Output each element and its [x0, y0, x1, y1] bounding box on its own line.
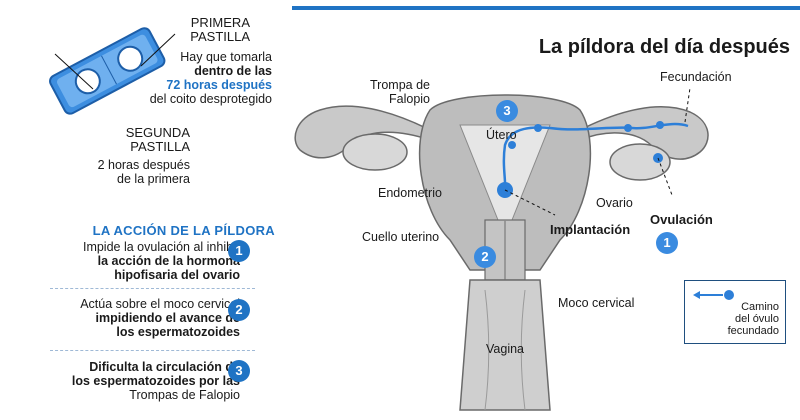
first-pill-line1: Hay que tomarla: [180, 50, 272, 64]
header-rule: [292, 6, 800, 10]
action-item-3-line3: Trompas de Falopio: [129, 388, 240, 402]
label-cuello: Cuello uterino: [362, 230, 440, 244]
action-item-1-line1: Impide la ovulación al inhibir: [82, 240, 240, 254]
second-pill-title: SEGUNDA PASTILLA: [100, 126, 190, 154]
action-separator-1: [50, 288, 255, 289]
action-item-2-line2: impidiendo el avance de: [95, 311, 241, 325]
first-pill-title: PRIMERA PASTILLA: [180, 16, 250, 44]
action-item-3-text: Dificulta la circulación de los espermat…: [50, 360, 240, 402]
pill-pack-image: [49, 27, 176, 115]
first-pill-title-line1: PRIMERA: [190, 15, 250, 30]
second-pill-title-line2: PASTILLA: [130, 139, 190, 154]
right-ovary: [609, 143, 671, 181]
action-item-2-line1: Actúa sobre el moco cervical: [80, 297, 240, 311]
action-item-2-text: Actúa sobre el moco cervical impidiendo …: [50, 297, 240, 339]
label-utero: Útero: [486, 128, 517, 142]
label-fecundacion: Fecundación: [660, 70, 732, 84]
page-title: La píldora del día después: [538, 36, 790, 58]
action-item-3-line2: los espermatozoides por las: [71, 374, 240, 388]
action-item-2-line3: los espermatozoides: [116, 325, 240, 339]
legend: Camino del óvulo fecundado: [684, 280, 786, 344]
label-trompa-line2: Falopio: [389, 92, 430, 106]
second-pill-text: 2 horas después de la primera: [80, 158, 190, 186]
label-vagina: Vagina: [486, 342, 524, 356]
vagina: [459, 279, 551, 411]
legend-line3: fecundado: [727, 325, 779, 337]
first-pill-title-line2: PASTILLA: [190, 29, 250, 44]
label-trompa: Trompa de Falopio: [370, 78, 430, 106]
action-item-3-number: 3: [228, 360, 250, 382]
first-pill-line4: del coito desprotegido: [149, 92, 272, 106]
label-ovulacion: Ovulación: [650, 212, 713, 227]
label-implantacion: Implantación: [550, 222, 631, 237]
legend-arrow-icon: [693, 290, 734, 300]
left-ovary: [342, 133, 408, 171]
step-1-marker: 1: [656, 232, 678, 254]
action-item-1-line3: hipofisaria del ovario: [114, 268, 240, 282]
action-item-3-line1: Dificulta la circulación de: [89, 360, 240, 374]
second-pill-line1: 2 horas después: [97, 158, 190, 172]
uterus-diagram: [294, 87, 709, 411]
action-item-1-line2: la acción de la hormona: [97, 254, 240, 268]
action-separator-2: [50, 350, 255, 351]
second-pill-title-line1: SEGUNDA: [125, 125, 190, 140]
action-item-1-number: 1: [228, 240, 250, 262]
first-pill-text: Hay que tomarla dentro de las 72 horas d…: [120, 50, 272, 106]
label-ovario: Ovario: [596, 196, 633, 210]
action-item-2-number: 2: [228, 299, 250, 321]
second-pill-line2: de la primera: [117, 172, 190, 186]
action-heading: LA ACCIÓN DE LA PÍLDORA: [92, 223, 275, 238]
action-item-1-text: Impide la ovulación al inhibir la acción…: [50, 240, 240, 282]
step-3-marker: 3: [496, 100, 518, 122]
step-2-marker: 2: [474, 246, 496, 268]
legend-text: Camino del óvulo fecundado: [728, 301, 779, 337]
label-moco: Moco cervical: [558, 296, 635, 310]
right-fallopian-tube: [579, 106, 709, 160]
label-endometrio: Endometrio: [378, 186, 442, 200]
legend-line1: Camino: [741, 301, 779, 313]
first-pill-line2: dentro de las: [194, 64, 272, 78]
first-pill-line3: 72 horas después: [166, 78, 272, 92]
legend-line2: del óvulo: [734, 313, 779, 325]
left-fallopian-tube: [294, 105, 431, 159]
label-trompa-line1: Trompa de: [370, 78, 430, 92]
egg-path: [502, 122, 689, 191]
